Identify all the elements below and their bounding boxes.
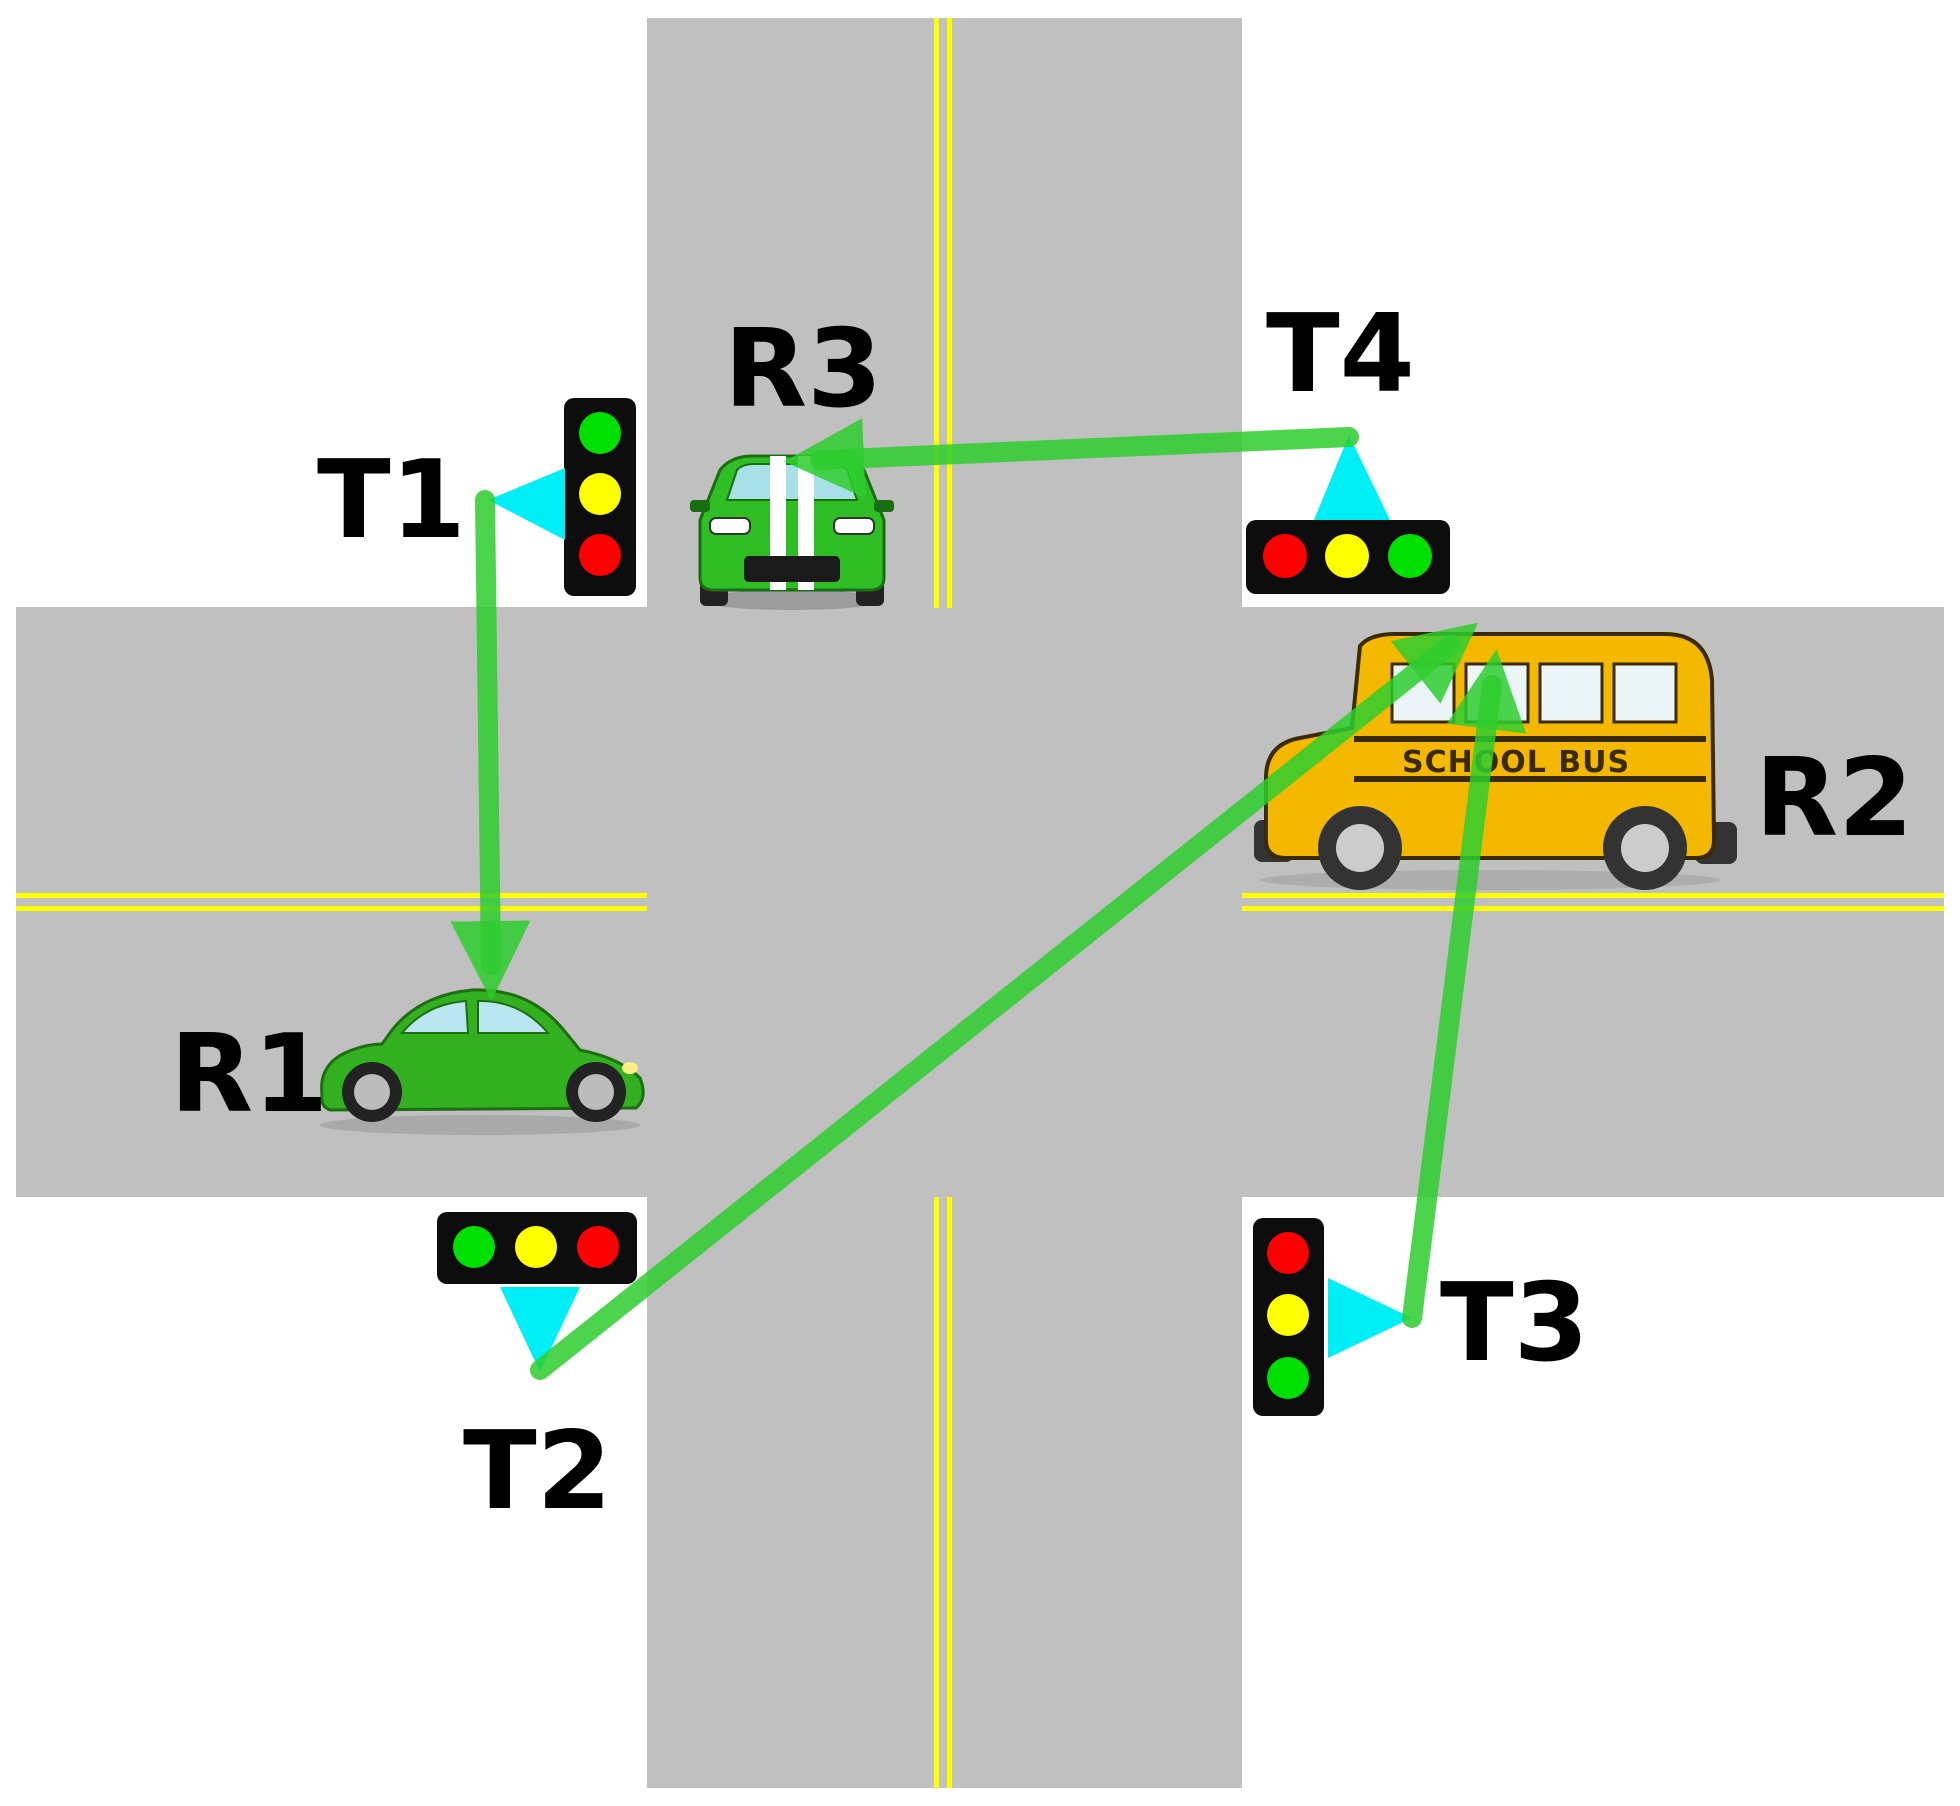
label-r1: R1: [170, 1012, 328, 1137]
lane-line-east-b: [1242, 906, 1944, 911]
lane-line-north-b: [947, 18, 952, 608]
traffic-light-t2: [437, 1212, 637, 1372]
label-t1: T1: [317, 438, 466, 563]
sensor-triangle-icon: [488, 468, 565, 540]
arrow-t3-to-r2: [1402, 649, 1527, 1328]
bus-side-text: SCHOOL BUS: [1402, 745, 1630, 780]
traffic-light-icon: [1253, 1218, 1324, 1416]
traffic-light-t4: [1246, 435, 1450, 594]
label-t4: T4: [1266, 292, 1415, 417]
lane-line-east-a: [1242, 893, 1944, 898]
label-r2: R2: [1755, 736, 1913, 861]
arrow-t1-to-r1: [450, 490, 531, 1001]
lane-line-south-b: [947, 1197, 952, 1788]
sensor-triangle-icon: [500, 1287, 580, 1372]
green-car-front-icon: [690, 454, 894, 610]
connection-arrows: [450, 418, 1527, 1380]
traffic-light-t3: [1253, 1218, 1412, 1416]
green-car-side-icon: [320, 988, 645, 1135]
labels: T1 T4 T2 T3 R3 R1 R2: [170, 292, 1913, 1534]
traffic-light-icon: [437, 1212, 637, 1284]
label-r3: R3: [724, 307, 882, 432]
label-t2: T2: [463, 1409, 612, 1534]
traffic-light-icon: [1246, 520, 1450, 594]
arrow-t4-to-r3: [784, 418, 1359, 499]
lane-line-west-b: [16, 906, 647, 911]
lane-line-south-a: [934, 1197, 939, 1788]
center-lines: [16, 18, 1944, 1788]
traffic-light-icon: [564, 398, 636, 596]
vehicle-r3: [690, 454, 894, 610]
road-network: [16, 18, 1944, 1788]
lane-line-north-a: [934, 18, 939, 608]
sensor-triangle-icon: [1314, 435, 1390, 520]
lane-line-west-a: [16, 893, 647, 898]
sensor-triangle-icon: [1328, 1278, 1412, 1358]
traffic-light-t1: [488, 398, 636, 596]
arrow-t2-to-r2: [530, 622, 1479, 1380]
vehicle-r1: [320, 988, 645, 1135]
label-t3: T3: [1440, 1261, 1589, 1386]
